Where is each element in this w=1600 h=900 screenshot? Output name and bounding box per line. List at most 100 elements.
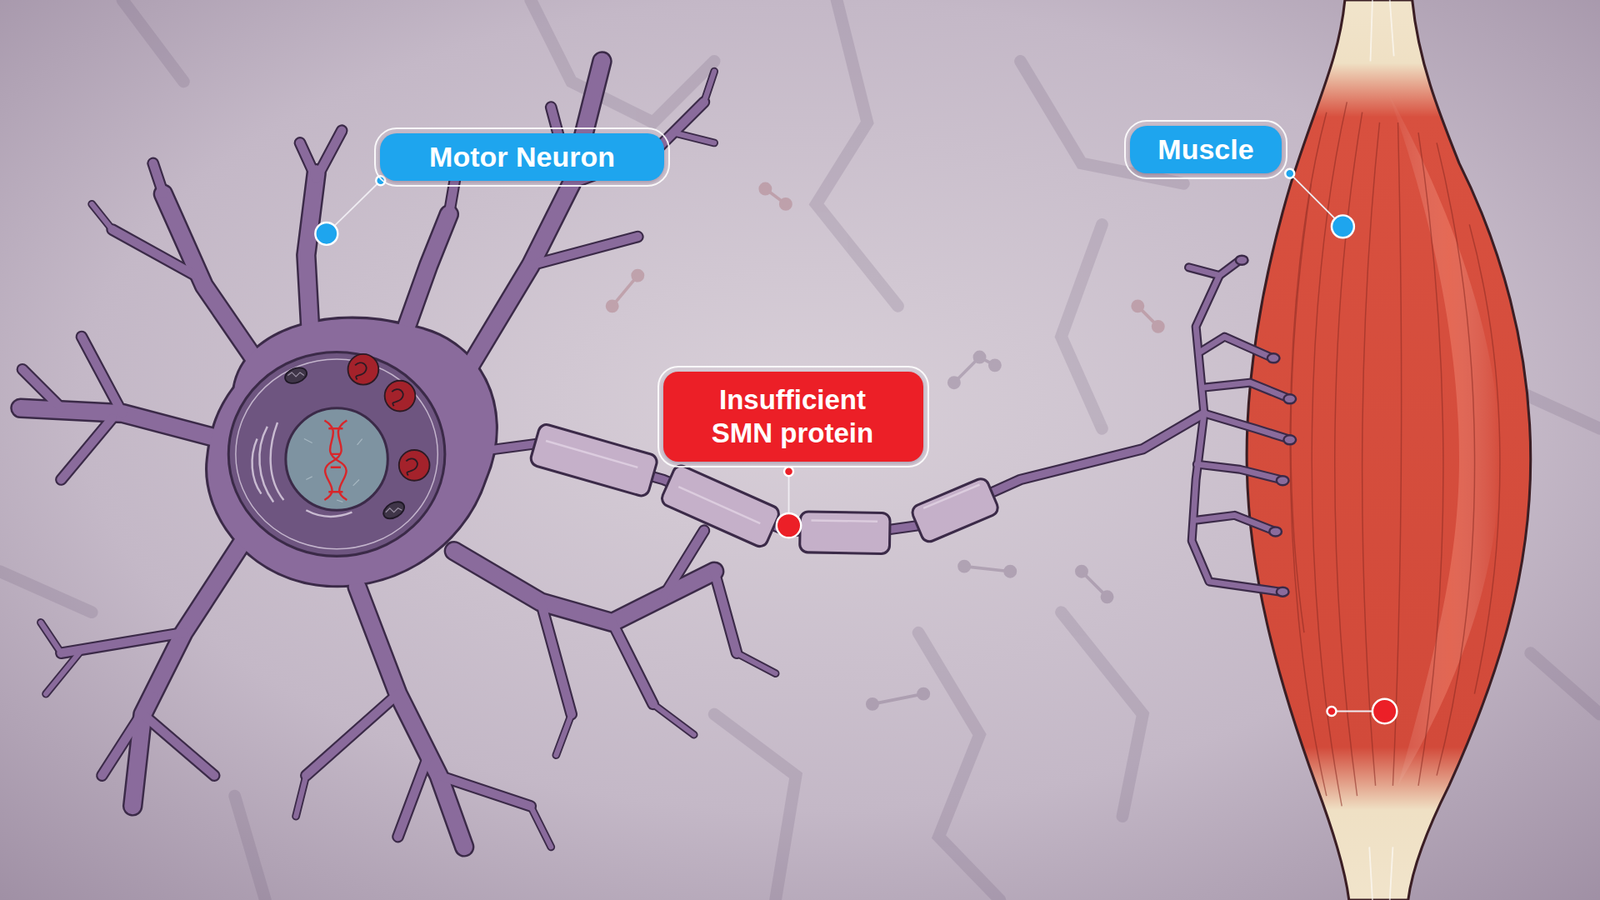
organelle xyxy=(399,450,430,481)
molecule xyxy=(959,560,1015,576)
faint-dendrite xyxy=(918,632,1000,900)
molecule-atom xyxy=(918,689,929,700)
callout-dots xyxy=(315,169,1397,725)
callout-marker xyxy=(315,222,338,245)
leader-line xyxy=(1290,173,1341,225)
cell-interior xyxy=(228,351,445,556)
myelin-segment xyxy=(910,476,1000,545)
callout-label: Motor Neuron xyxy=(380,133,665,181)
label-text: Insufficient SMN protein xyxy=(696,383,889,450)
tendon-lines xyxy=(1369,0,1394,900)
molecule-atom xyxy=(1153,321,1164,332)
bulb xyxy=(1283,394,1296,404)
bulb xyxy=(1283,435,1296,445)
myelin-segment xyxy=(529,422,659,498)
molecule-bond xyxy=(872,694,924,705)
myelin-highlight xyxy=(545,440,638,468)
molecule-atom xyxy=(990,360,1000,370)
dna-rungs xyxy=(328,428,343,492)
label-text: Muscle xyxy=(1156,132,1255,167)
callout-dot xyxy=(375,175,385,185)
callout-marker xyxy=(1331,215,1355,238)
callout-dot xyxy=(784,466,794,476)
soma-fill xyxy=(207,319,496,586)
callout-dot xyxy=(1285,169,1295,179)
terminal-outline xyxy=(1189,260,1289,592)
bulb xyxy=(1276,587,1290,597)
fiber xyxy=(1436,142,1475,775)
leader-lines xyxy=(328,173,1383,711)
molecule-atom xyxy=(1005,566,1015,577)
organelle xyxy=(348,354,380,385)
molecule-atom xyxy=(949,377,960,388)
fiber xyxy=(1392,122,1401,786)
molecule-atom xyxy=(632,270,643,280)
muscle xyxy=(1246,0,1531,900)
dendrite-fill xyxy=(22,101,737,837)
golgi-fold xyxy=(252,439,262,495)
myelin-highlight xyxy=(923,485,980,509)
faint-dendrite xyxy=(816,0,899,306)
bulb xyxy=(1267,353,1280,363)
faint-dendrite xyxy=(0,571,92,613)
tendon-line xyxy=(1390,0,1395,56)
cytoplasm xyxy=(228,351,445,556)
cristae xyxy=(287,372,402,513)
tendon-line xyxy=(1369,846,1373,900)
nucleus xyxy=(285,408,388,510)
dendrite-fill xyxy=(40,71,776,848)
golgi-fold xyxy=(305,510,352,517)
tendon-line xyxy=(1370,0,1372,61)
callout-dot xyxy=(1326,706,1336,716)
molecule-atom xyxy=(1076,566,1087,577)
molecule-atom xyxy=(867,699,878,710)
dendrite-outline xyxy=(22,101,737,837)
molecule-atom xyxy=(760,183,770,194)
molecule xyxy=(1076,566,1113,603)
molecule xyxy=(867,689,929,710)
fiber xyxy=(1362,122,1380,786)
fiber xyxy=(1418,132,1444,786)
muscle-body xyxy=(1246,0,1531,900)
neuron-fill xyxy=(20,60,1288,847)
dna-helix xyxy=(324,420,347,500)
molecule-atom xyxy=(607,300,618,311)
leader-line xyxy=(328,180,380,232)
muscle-highlight xyxy=(1387,91,1500,786)
faint-dendrite xyxy=(714,714,796,900)
faint-dendrite xyxy=(235,795,266,900)
fiber xyxy=(1469,224,1500,694)
molecule xyxy=(949,351,1000,388)
alert-label: Insufficient SMN protein xyxy=(663,371,924,462)
golgi-fold xyxy=(270,422,285,500)
muscle-fibers xyxy=(1290,101,1500,806)
callout-marker xyxy=(1372,699,1397,724)
dna-strand xyxy=(324,420,347,500)
faint-dendrite xyxy=(530,0,715,123)
faint-dendrite xyxy=(1060,224,1102,429)
myelin-highlight xyxy=(678,486,760,524)
faint-dendrite xyxy=(1530,653,1600,715)
molecule-atom xyxy=(1132,300,1143,311)
myelin-segment xyxy=(659,463,781,550)
fiber xyxy=(1311,101,1347,806)
organelle xyxy=(385,380,416,412)
bulb xyxy=(1235,255,1249,265)
organelle-detail xyxy=(355,362,418,475)
neuron-outline xyxy=(20,60,1288,847)
label-text: Motor Neuron xyxy=(428,140,616,175)
fiber xyxy=(1335,112,1363,796)
mitochondria xyxy=(283,365,408,522)
molecule xyxy=(1132,300,1164,332)
molecule xyxy=(607,270,644,311)
molecule-atom xyxy=(959,560,970,571)
ribosome-clusters xyxy=(348,354,430,481)
fiber xyxy=(1290,183,1311,633)
molecule-atom xyxy=(1101,591,1112,602)
fiber xyxy=(1290,112,1327,796)
background-molecules xyxy=(607,183,1164,710)
